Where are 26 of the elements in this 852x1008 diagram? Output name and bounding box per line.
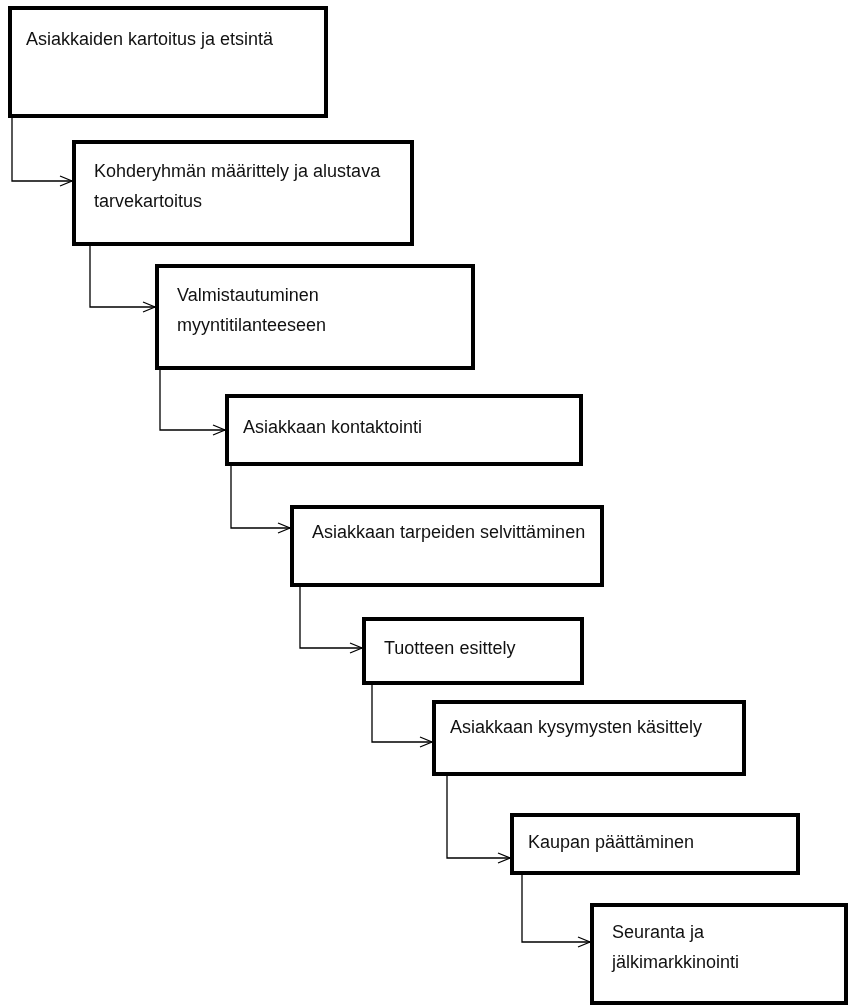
process-box — [590, 903, 848, 1005]
step-label: Asiakkaan tarpeiden selvittäminen — [312, 521, 587, 544]
process-box — [362, 617, 584, 685]
step-label: Seuranta ja jälkimarkkinointi — [612, 921, 741, 974]
process-box — [72, 140, 414, 246]
step-label: Kohderyhmän määrittely ja alustava tarvekartoitus — [94, 160, 382, 213]
arrow — [371, 684, 433, 748]
arrow — [299, 586, 363, 654]
step-label: Asiakkaan kysymysten käsittely — [450, 716, 704, 739]
process-box — [155, 264, 475, 370]
arrow — [446, 775, 511, 864]
step-label: Asiakkaiden kartoitus ja etsintä — [26, 28, 275, 51]
step-label: Kaupan päättäminen — [528, 831, 696, 854]
process-box — [432, 700, 746, 776]
process-box — [290, 505, 604, 587]
arrow — [230, 465, 291, 534]
step-label: Valmistautuminen myyntitilanteeseen — [177, 284, 328, 337]
step-label: Asiakkaan kontaktointi — [243, 416, 424, 439]
step-label: Tuotteen esittely — [384, 637, 517, 660]
arrow — [11, 117, 73, 187]
arrow — [521, 874, 591, 948]
arrow — [159, 369, 226, 436]
process-box — [8, 6, 328, 118]
process-box — [510, 813, 800, 875]
arrow — [89, 245, 156, 313]
process-box — [225, 394, 583, 466]
